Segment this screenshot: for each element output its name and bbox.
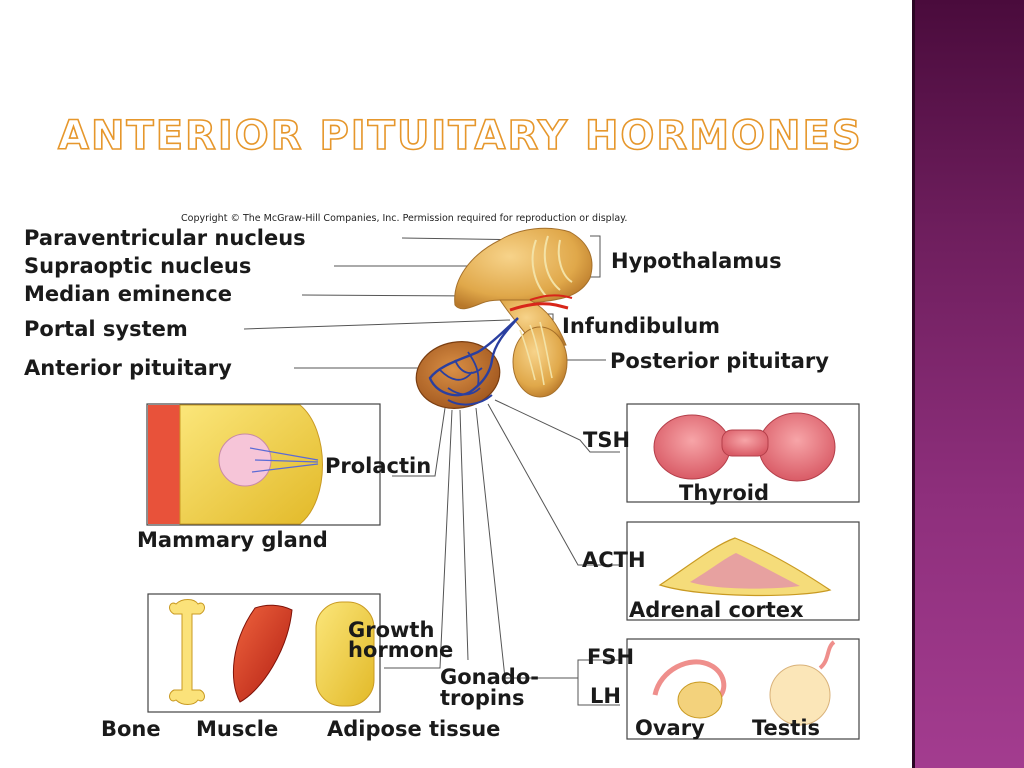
posterior-fibers <box>519 321 553 386</box>
testis-shape <box>769 664 831 726</box>
capillary-network <box>439 351 483 396</box>
label-growth: Growth <box>348 618 434 642</box>
label-anterior-pituitary: Anterior pituitary <box>24 356 232 380</box>
artery-red <box>509 302 569 312</box>
label-infundibulum: Infundibulum <box>562 314 720 338</box>
slide-title: Anterior Pituitary Hormones <box>57 112 863 160</box>
neuron-fibers <box>531 235 573 297</box>
artery-red-2 <box>529 294 573 301</box>
hypothalamus-shape <box>454 227 593 310</box>
label-bone: Bone <box>101 717 161 741</box>
thyroid-left-lobe <box>653 414 731 480</box>
label-paraventricular-nucleus: Paraventricular nucleus <box>24 226 306 250</box>
side-decor-panel <box>912 0 1024 768</box>
leader-portal <box>243 319 511 330</box>
path-lh <box>577 678 620 706</box>
side-panel-edge <box>912 0 915 768</box>
label-posterior-pituitary: Posterior pituitary <box>610 349 829 373</box>
label-muscle: Muscle <box>196 717 278 741</box>
label-acth: ACTH <box>582 548 646 572</box>
adrenal-medulla-shape <box>690 553 800 589</box>
muscle-shape <box>232 604 293 703</box>
label-fsh: FSH <box>587 645 634 669</box>
label-median-eminence: Median eminence <box>24 282 232 306</box>
adipose-shape <box>315 601 375 707</box>
path-growth-2 <box>459 409 469 661</box>
label-supraoptic-nucleus: Supraoptic nucleus <box>24 254 251 278</box>
label-gonadotropins-1: Gonado- <box>440 665 539 689</box>
portal-vessel-loop <box>428 317 519 397</box>
label-thyroid: Thyroid <box>679 481 769 505</box>
path-prolactin <box>392 407 446 477</box>
thyroid-isthmus <box>721 429 769 457</box>
label-gonadotropins-2: tropins <box>440 686 525 710</box>
portal-vein-out <box>447 394 493 406</box>
label-adipose-tissue: Adipose tissue <box>327 717 500 741</box>
label-tsh: TSH <box>583 428 630 452</box>
label-portal-system: Portal system <box>24 317 188 341</box>
bone-shape <box>169 599 205 705</box>
thyroid-right-lobe <box>758 412 836 482</box>
hypothalamus-bracket <box>590 235 601 278</box>
label-mammary-gland: Mammary gland <box>137 528 328 552</box>
label-hormone: hormone <box>348 638 453 662</box>
path-growth-hormone <box>384 409 453 669</box>
chest-muscle <box>148 405 180 524</box>
path-acth <box>487 403 620 566</box>
epididymis <box>818 640 836 670</box>
label-lh: LH <box>590 684 621 708</box>
label-testis: Testis <box>752 716 820 740</box>
copyright-notice: Copyright © The McGraw-Hill Companies, I… <box>181 213 627 224</box>
ovary-shape <box>677 681 723 719</box>
label-ovary: Ovary <box>635 716 705 740</box>
leader-median <box>301 294 481 297</box>
label-prolactin: Prolactin <box>325 454 431 478</box>
label-hypothalamus: Hypothalamus <box>611 249 782 273</box>
anterior-pituitary-shape <box>415 341 501 409</box>
label-adrenal-cortex: Adrenal cortex <box>629 598 804 622</box>
milk-ducts <box>249 447 319 473</box>
fallopian-tube <box>652 659 727 700</box>
path-tsh <box>494 399 620 453</box>
